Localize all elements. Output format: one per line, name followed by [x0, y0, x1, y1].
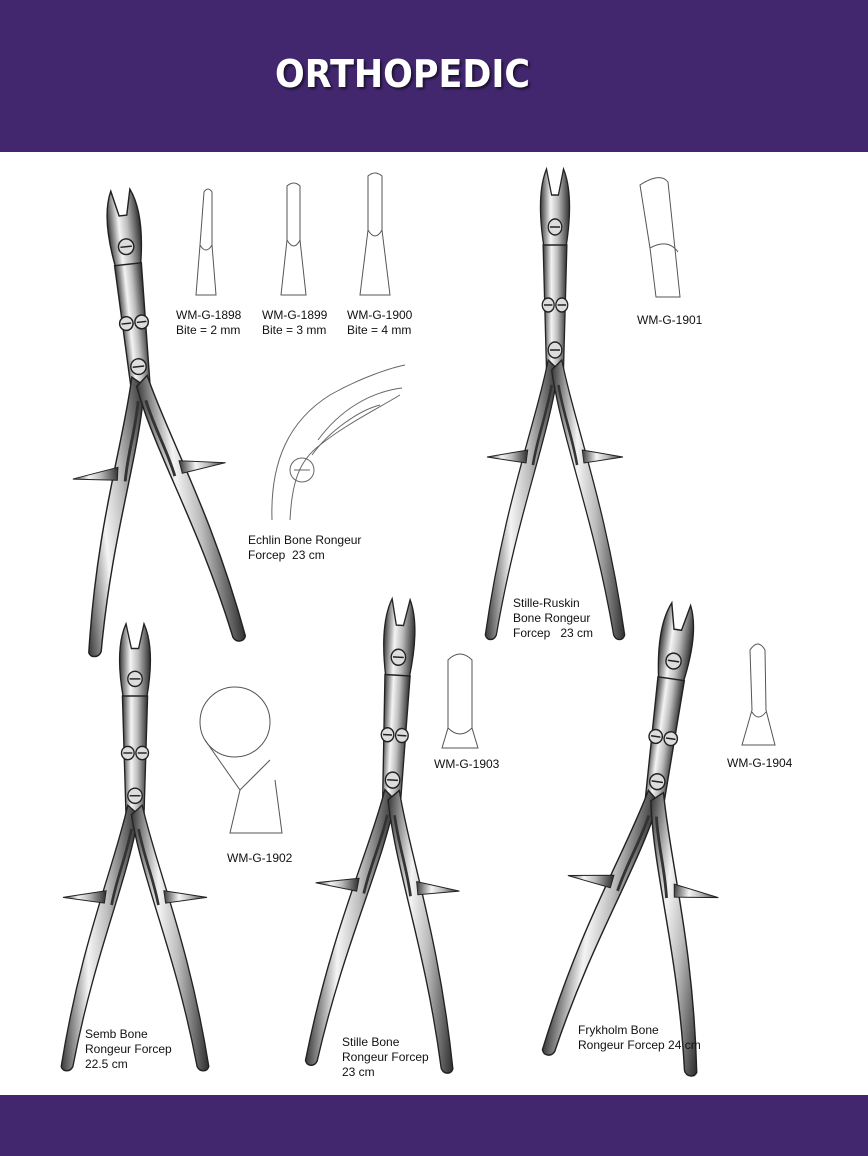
frykholm-label: Frykholm Bone Rongeur Forcep 24 cm [578, 1023, 701, 1053]
semb-rongeur-illustration [59, 622, 211, 1073]
instrument-name: Semb Bone [85, 1027, 148, 1041]
instrument-size: 23 cm [342, 1065, 375, 1079]
bite-size: Bite = 4 mm [347, 323, 412, 337]
echlin-label: Echlin Bone Rongeur Forcep 23 cm [248, 533, 361, 563]
instrument-name: Stille-Ruskin [513, 596, 580, 610]
product-code: WM-G-1900 [347, 308, 413, 322]
echlin-sketch [271, 364, 406, 521]
stille-ruskin-illustration [483, 167, 627, 641]
instrument-size: 22.5 cm [85, 1057, 128, 1071]
product-code: WM-G-1903 [434, 757, 500, 771]
stille-ruskin-label: Stille-Ruskin Bone Rongeur Forcep 23 cm [513, 596, 593, 641]
instrument-name: Stille Bone [342, 1035, 400, 1049]
product-code: WM-G-1904 [727, 756, 793, 770]
stille-rongeur-illustration [303, 593, 477, 1075]
instrument-name: Rongeur Forcep [342, 1050, 429, 1064]
instrument-name: Echlin Bone Rongeur [248, 533, 362, 547]
product-code: WM-G-1901 [637, 313, 703, 327]
footer-banner [0, 1095, 868, 1156]
page-title: ORTHOPEDIC [275, 52, 531, 96]
instrument-name: Rongeur Forcep 24 cm [578, 1038, 701, 1052]
bite-size: Bite = 2 mm [176, 323, 241, 337]
instrument-size: Forcep 23 cm [513, 626, 594, 640]
frykholm-rongeur-illustration [540, 591, 760, 1079]
bite-size: Bite = 3 mm [262, 323, 327, 337]
product-code: WM-G-1902 [227, 851, 293, 865]
instrument-size: Forcep 23 cm [248, 548, 325, 562]
instrument-name: Rongeur Forcep [85, 1042, 172, 1056]
stille-label: Stille Bone Rongeur Forcep 23 cm [342, 1035, 429, 1080]
semb-label: Semb Bone Rongeur Forcep 22.5 cm [85, 1027, 172, 1072]
product-code: WM-G-1899 [262, 308, 328, 322]
header-banner: ORTHOPEDIC [0, 0, 868, 152]
instrument-name: Bone Rongeur [513, 611, 591, 625]
luer-rongeur-illustration [40, 180, 248, 659]
instrument-name: Frykholm Bone [578, 1023, 659, 1037]
product-code: WM-G-1898 [176, 308, 242, 322]
tip-drawings [195, 172, 776, 834]
